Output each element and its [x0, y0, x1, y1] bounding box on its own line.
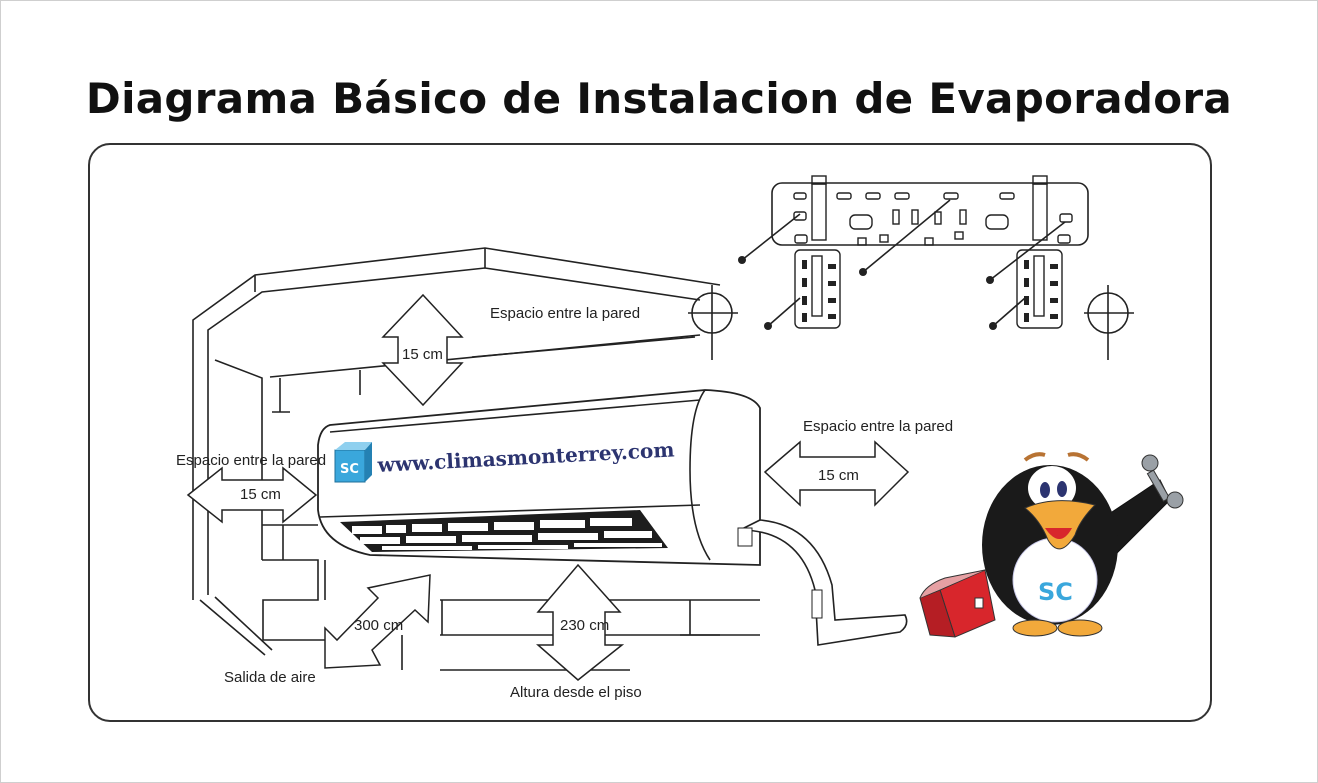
penguin-logo-text: SC [1038, 578, 1073, 606]
air-distance-label: 300 cm [354, 617, 403, 634]
drain-pipe [737, 519, 908, 646]
top-distance-arrow [381, 293, 464, 407]
left-space-label: Espacio entre la pared [176, 452, 326, 469]
toolbox-icon [919, 569, 996, 638]
sc-logo-icon: SC [334, 442, 372, 483]
air-distance-arrow [324, 574, 431, 669]
logo-text: SC [340, 462, 359, 477]
wrench-icon [1141, 454, 1184, 509]
floor-distance-arrow [536, 563, 625, 681]
floor-distance-label: 230 cm [560, 617, 609, 634]
mounting-plate [738, 175, 1089, 330]
crosshair-icon [1084, 285, 1134, 360]
diagram-frame [88, 143, 1212, 722]
left-distance-label: 15 cm [240, 486, 281, 503]
crosshair-icon [688, 285, 738, 360]
penguin-mascot: SC [982, 452, 1184, 637]
right-distance-arrow [763, 440, 910, 507]
evaporator-unit: www.climasmonterrey.com [317, 389, 761, 566]
left-distance-arrow [186, 466, 318, 524]
right-space-label: Espacio entre la pared [803, 418, 953, 435]
top-space-label: Espacio entre la pared [490, 305, 640, 322]
page-title: Diagrama Básico de Instalacion de Evapor… [85, 74, 1233, 123]
top-distance-label: 15 cm [402, 346, 443, 363]
floor-height-label: Altura desde el piso [510, 684, 642, 701]
air-outlet-label: Salida de aire [224, 669, 316, 686]
right-distance-label: 15 cm [818, 467, 859, 484]
